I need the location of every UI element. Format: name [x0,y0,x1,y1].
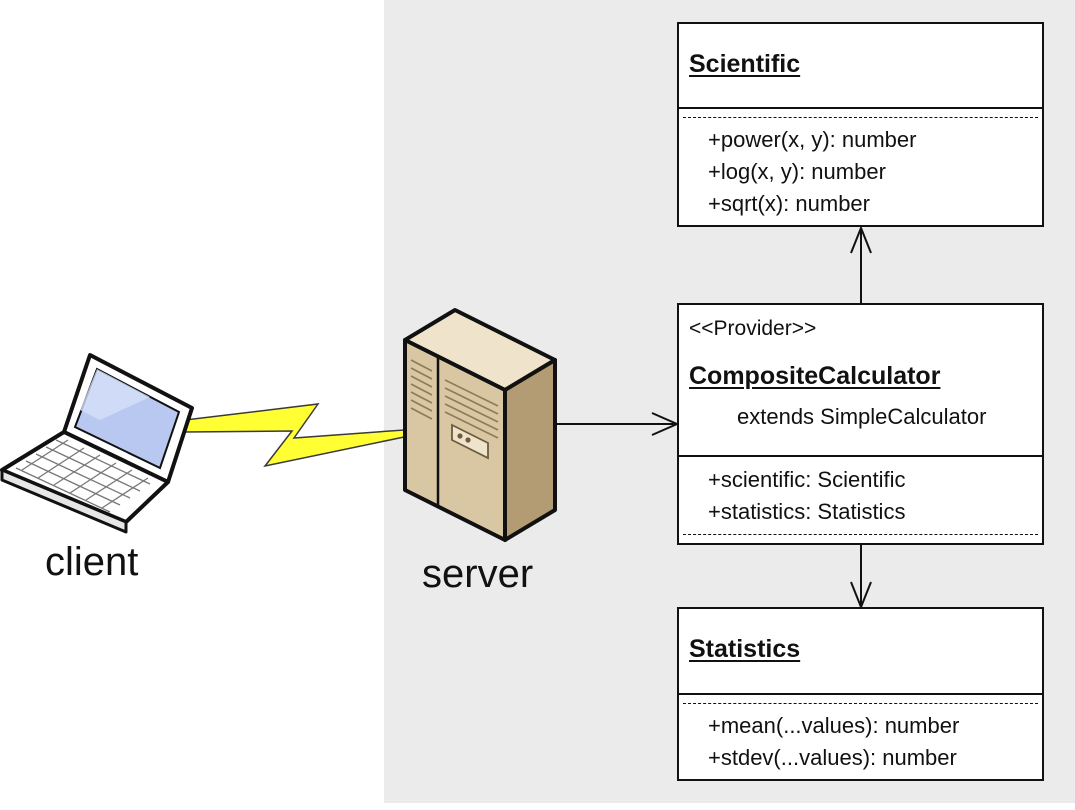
class-statistics-methods: +mean(...values): number +stdev(...value… [679,704,1042,774]
method-mean: +mean(...values): number [708,713,960,738]
class-statistics-header: Statistics [679,609,1042,695]
separator [683,703,1038,704]
class-composite-name: CompositeCalculator [689,362,941,390]
class-scientific: Scientific +power(x, y): number +log(x, … [677,22,1044,227]
separator [683,117,1038,118]
class-statistics-name: Statistics [689,635,801,663]
attribute-scientific: +scientific: Scientific [708,467,906,492]
class-composite-stereotype: <<Provider>> [689,317,817,340]
lightning-bolt-icon [184,403,405,468]
class-scientific-header: Scientific [679,24,1042,109]
server-tower-icon [403,308,557,542]
separator [683,534,1038,535]
class-composite-extends: extends SimpleCalculator [737,404,987,429]
server-label: server [422,552,534,596]
client-label: client [45,540,139,584]
association-arrows [557,225,872,610]
class-scientific-name: Scientific [689,50,801,78]
attribute-statistics: +statistics: Statistics [708,499,906,524]
class-composite-attributes: +scientific: Scientific +statistics: Sta… [679,457,1042,528]
laptop-icon [0,353,194,534]
method-power: +power(x, y): number [708,127,917,152]
method-log: +log(x, y): number [708,159,886,184]
class-composite-calculator: <<Provider>> CompositeCalculator extends… [677,303,1044,545]
class-statistics: Statistics +mean(...values): number +std… [677,607,1044,781]
class-composite-header: <<Provider>> CompositeCalculator extends… [679,305,1042,457]
method-stdev: +stdev(...values): number [708,745,957,770]
method-sqrt: +sqrt(x): number [708,191,870,216]
class-scientific-methods: +power(x, y): number +log(x, y): number … [679,118,1042,220]
